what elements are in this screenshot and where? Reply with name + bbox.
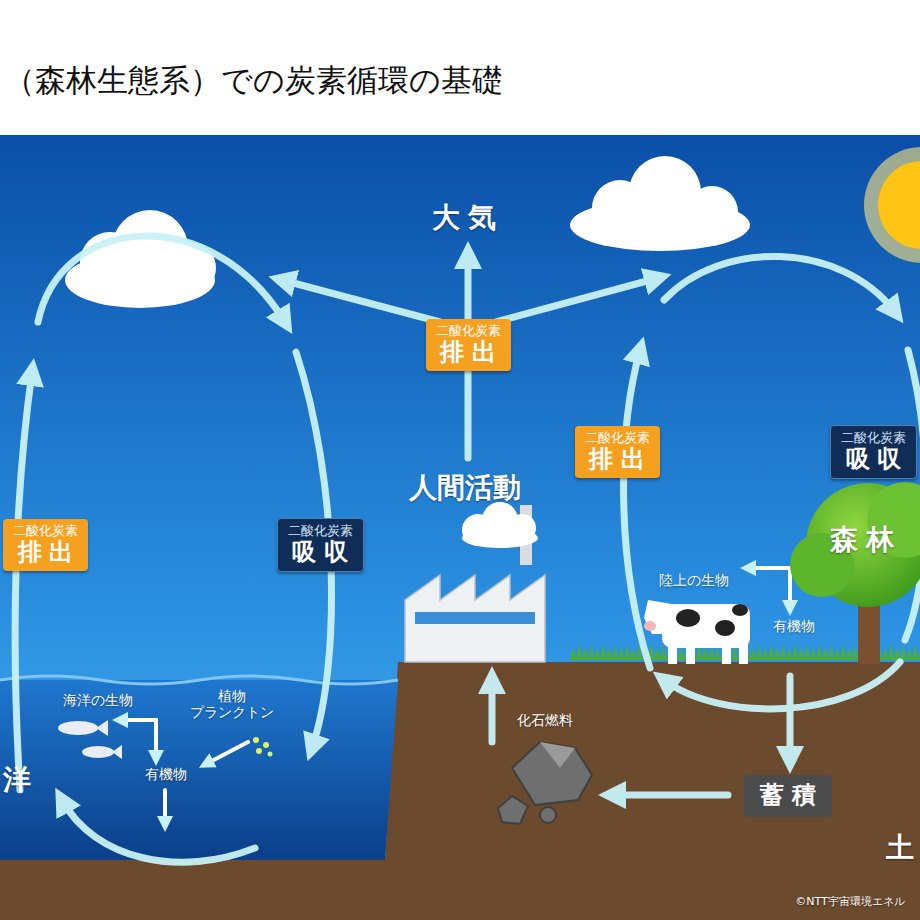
fish bbox=[58, 720, 122, 759]
item-label: 陸上の生物 bbox=[659, 572, 729, 588]
box-caption: 二酸化炭素 bbox=[841, 431, 906, 446]
box-label: 排出 bbox=[585, 446, 657, 474]
header-ground bbox=[0, 0, 920, 135]
box-label: 吸収 bbox=[841, 446, 913, 474]
flow-box: 二酸化炭素吸収 bbox=[830, 425, 917, 480]
item-label: 化石燃料 bbox=[517, 712, 573, 728]
item-label: 海洋の生物 bbox=[63, 692, 133, 708]
box-caption: 二酸化炭素 bbox=[436, 324, 501, 339]
sun bbox=[864, 147, 920, 263]
box-caption: 二酸化炭素 bbox=[585, 431, 650, 446]
region-label: 大気 bbox=[432, 202, 505, 234]
region-label: 洋 bbox=[3, 764, 31, 796]
item-label: 植物 プランクトン bbox=[182, 688, 282, 720]
ocean bbox=[0, 680, 398, 860]
sea-surface bbox=[0, 676, 398, 684]
factory bbox=[405, 502, 545, 662]
cloud bbox=[65, 210, 216, 308]
cow bbox=[644, 600, 750, 664]
box-caption: 二酸化炭素 bbox=[288, 524, 353, 539]
box-label: 排出 bbox=[436, 339, 508, 367]
box-label: 吸収 bbox=[288, 539, 360, 567]
watermark: ©NTT宇宙環境エネル bbox=[795, 896, 904, 909]
region-label: 土 bbox=[886, 832, 914, 864]
box-label: 排出 bbox=[13, 539, 85, 567]
sky bbox=[0, 135, 920, 920]
flow-box: 二酸化炭素排出 bbox=[426, 319, 511, 372]
region-label: 人間活動 bbox=[409, 472, 521, 504]
region-label: 森林 bbox=[830, 524, 903, 556]
cloud bbox=[570, 156, 750, 251]
title: （森林生態系）での炭素循環の基礎 bbox=[4, 60, 503, 102]
item-label: 有機物 bbox=[773, 618, 815, 634]
flow-box: 二酸化炭素排出 bbox=[3, 519, 88, 572]
storage-box: 蓄積 bbox=[744, 775, 831, 817]
small-arrows bbox=[120, 568, 790, 824]
plankton bbox=[253, 737, 273, 757]
tree bbox=[790, 482, 920, 664]
flow-box: 二酸化炭素排出 bbox=[575, 426, 660, 479]
box-label: 蓄積 bbox=[760, 782, 822, 810]
flow-box: 二酸化炭素吸収 bbox=[277, 518, 364, 573]
cycle-arrows bbox=[15, 236, 920, 862]
item-label: 有機物 bbox=[145, 766, 187, 782]
box-caption: 二酸化炭素 bbox=[13, 524, 78, 539]
fossil-fuel bbox=[498, 742, 592, 824]
ground bbox=[0, 662, 920, 920]
